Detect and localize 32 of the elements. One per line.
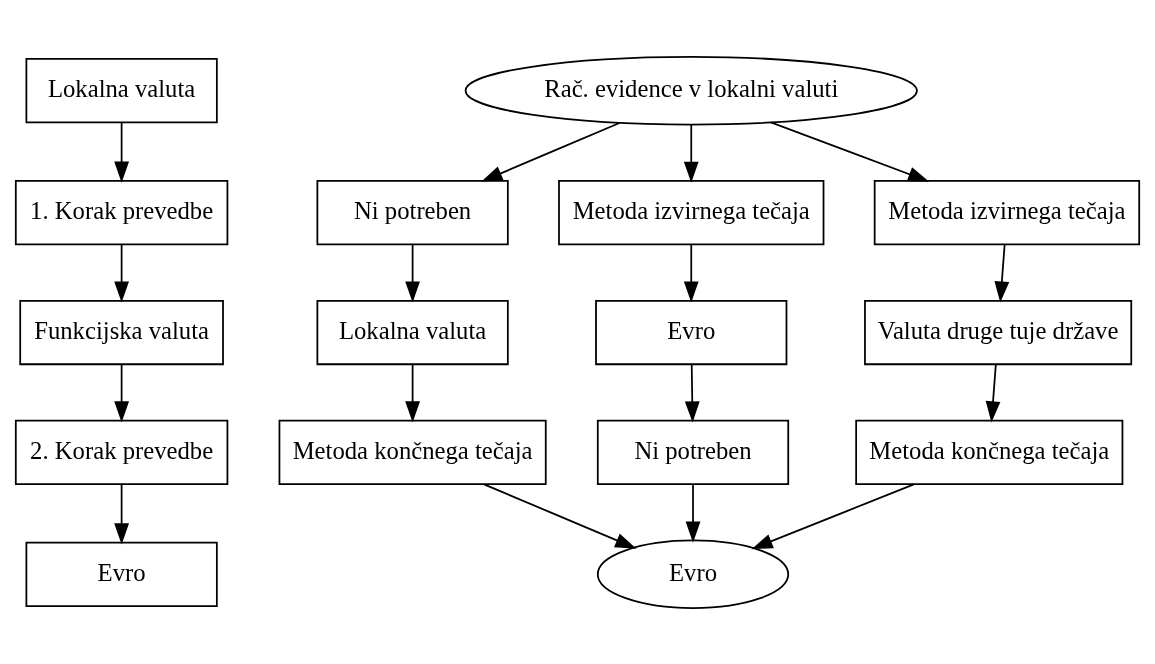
arrow [683,123,699,183]
arrow [114,243,130,303]
arrow [684,363,700,423]
arrow [481,121,621,182]
arrow [114,483,130,544]
arrow [114,121,130,183]
arrow [483,482,637,549]
node-box: Lokalna valuta [316,299,509,365]
node-box: Lokalna valuta [25,57,218,123]
arrow [751,482,915,549]
arrow [405,363,421,423]
node-box: Metoda končnega tečaja [855,419,1124,485]
arrow [985,363,1001,423]
node-box: Metoda izvirnega tečaja [558,179,825,245]
arrow [685,483,701,543]
node-ellipse: Rač. evidence v lokalni valuti [464,55,918,125]
node-box: Ni potreben [316,179,509,245]
node-ellipse: Evro [596,539,790,609]
node-box: Evro [595,299,788,365]
node-box: Funkcijska valuta [19,299,224,365]
node-box: Evro [25,541,218,607]
arrow [994,243,1010,303]
node-box: Ni potreben [596,419,790,485]
arrow [114,363,130,423]
node-box: 2. Korak prevedbe [14,419,229,485]
node-box: Metoda končnega tečaja [278,419,547,485]
arrow [770,120,930,182]
arrow [683,243,699,303]
node-box: Metoda izvirnega tečaja [873,179,1141,245]
node-box: Valuta druge tuje države [864,299,1133,365]
node-box: 1. Korak prevedbe [14,179,229,245]
arrow [405,243,421,303]
